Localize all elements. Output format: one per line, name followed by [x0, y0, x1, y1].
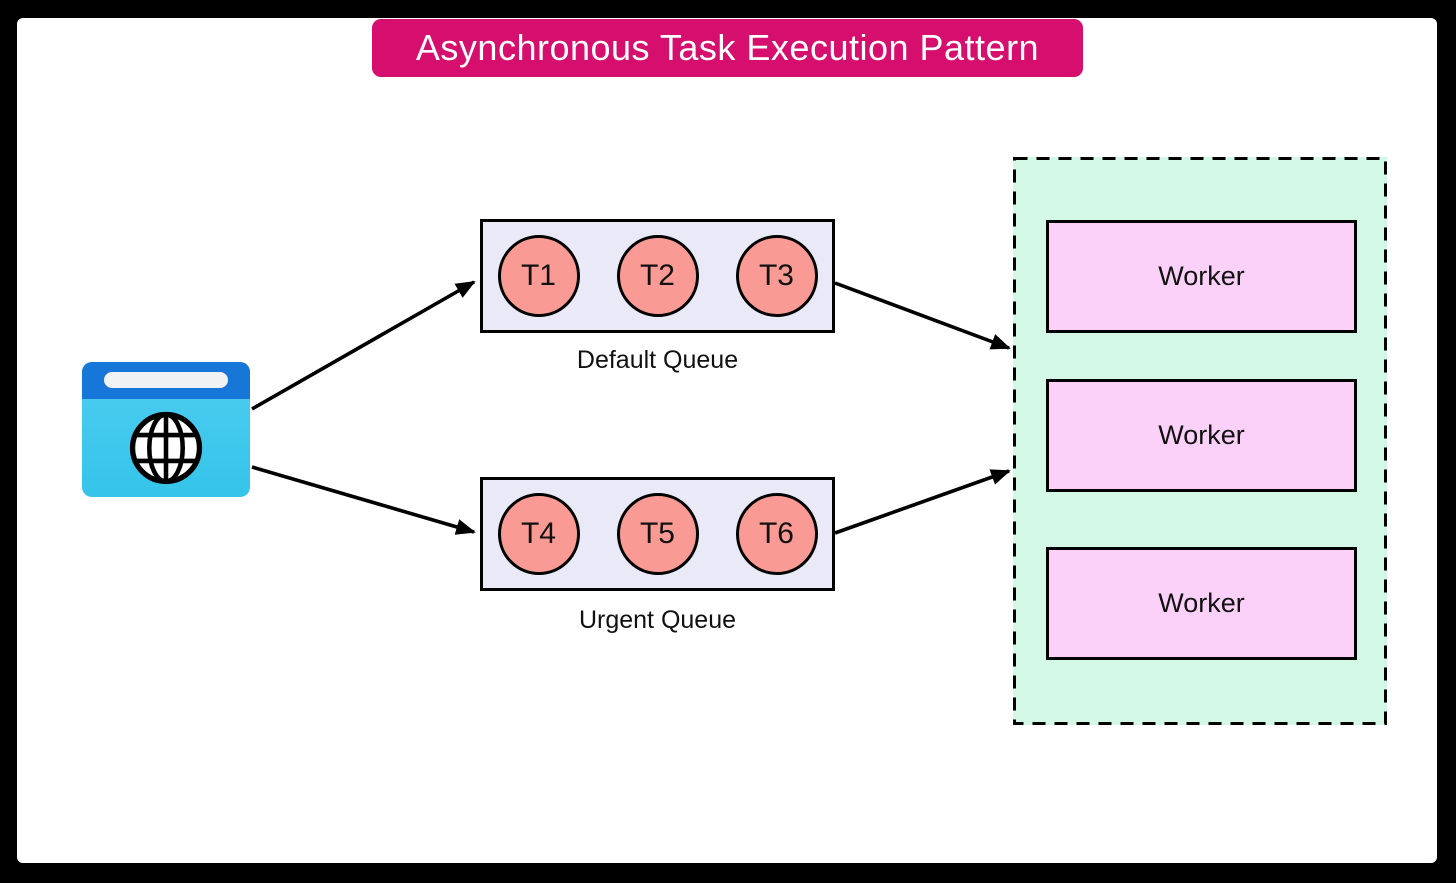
- globe-icon: [129, 411, 203, 485]
- worker-box-1: Worker: [1046, 220, 1357, 333]
- worker-box-2: Worker: [1046, 379, 1357, 492]
- task-circle-t4: T4: [497, 493, 580, 575]
- task-label: T3: [758, 259, 794, 292]
- task-label: T1: [520, 259, 556, 292]
- default-queue-label: Default Queue: [576, 346, 739, 374]
- browser-titlebar: [82, 362, 250, 399]
- task-circle-t5: T5: [616, 493, 699, 575]
- worker-label-1: Worker: [1158, 261, 1245, 291]
- task-label: T5: [639, 517, 675, 550]
- task-label: T6: [758, 517, 794, 550]
- task-circle-t3: T3: [735, 235, 818, 317]
- default-queue-box: T1 T2 T3: [480, 219, 835, 333]
- urgent-queue-box: T4 T5 T6: [480, 477, 835, 591]
- browser-address-bar: [104, 372, 228, 388]
- worker-label-2: Worker: [1158, 420, 1245, 450]
- client-browser-icon: [82, 362, 250, 497]
- task-circle-t1: T1: [497, 235, 580, 317]
- task-circle-t2: T2: [616, 235, 699, 317]
- task-circle-t6: T6: [735, 493, 818, 575]
- urgent-queue-label: Urgent Queue: [578, 606, 737, 634]
- worker-box-3: Worker: [1046, 547, 1357, 660]
- page-title: Asynchronous Task Execution Pattern: [415, 27, 1040, 68]
- worker-pool: Worker Worker Worker: [1013, 157, 1387, 725]
- title-banner: Asynchronous Task Execution Pattern: [372, 19, 1083, 77]
- task-label: T2: [639, 259, 675, 292]
- worker-label-3: Worker: [1158, 588, 1245, 618]
- task-label: T4: [520, 517, 556, 550]
